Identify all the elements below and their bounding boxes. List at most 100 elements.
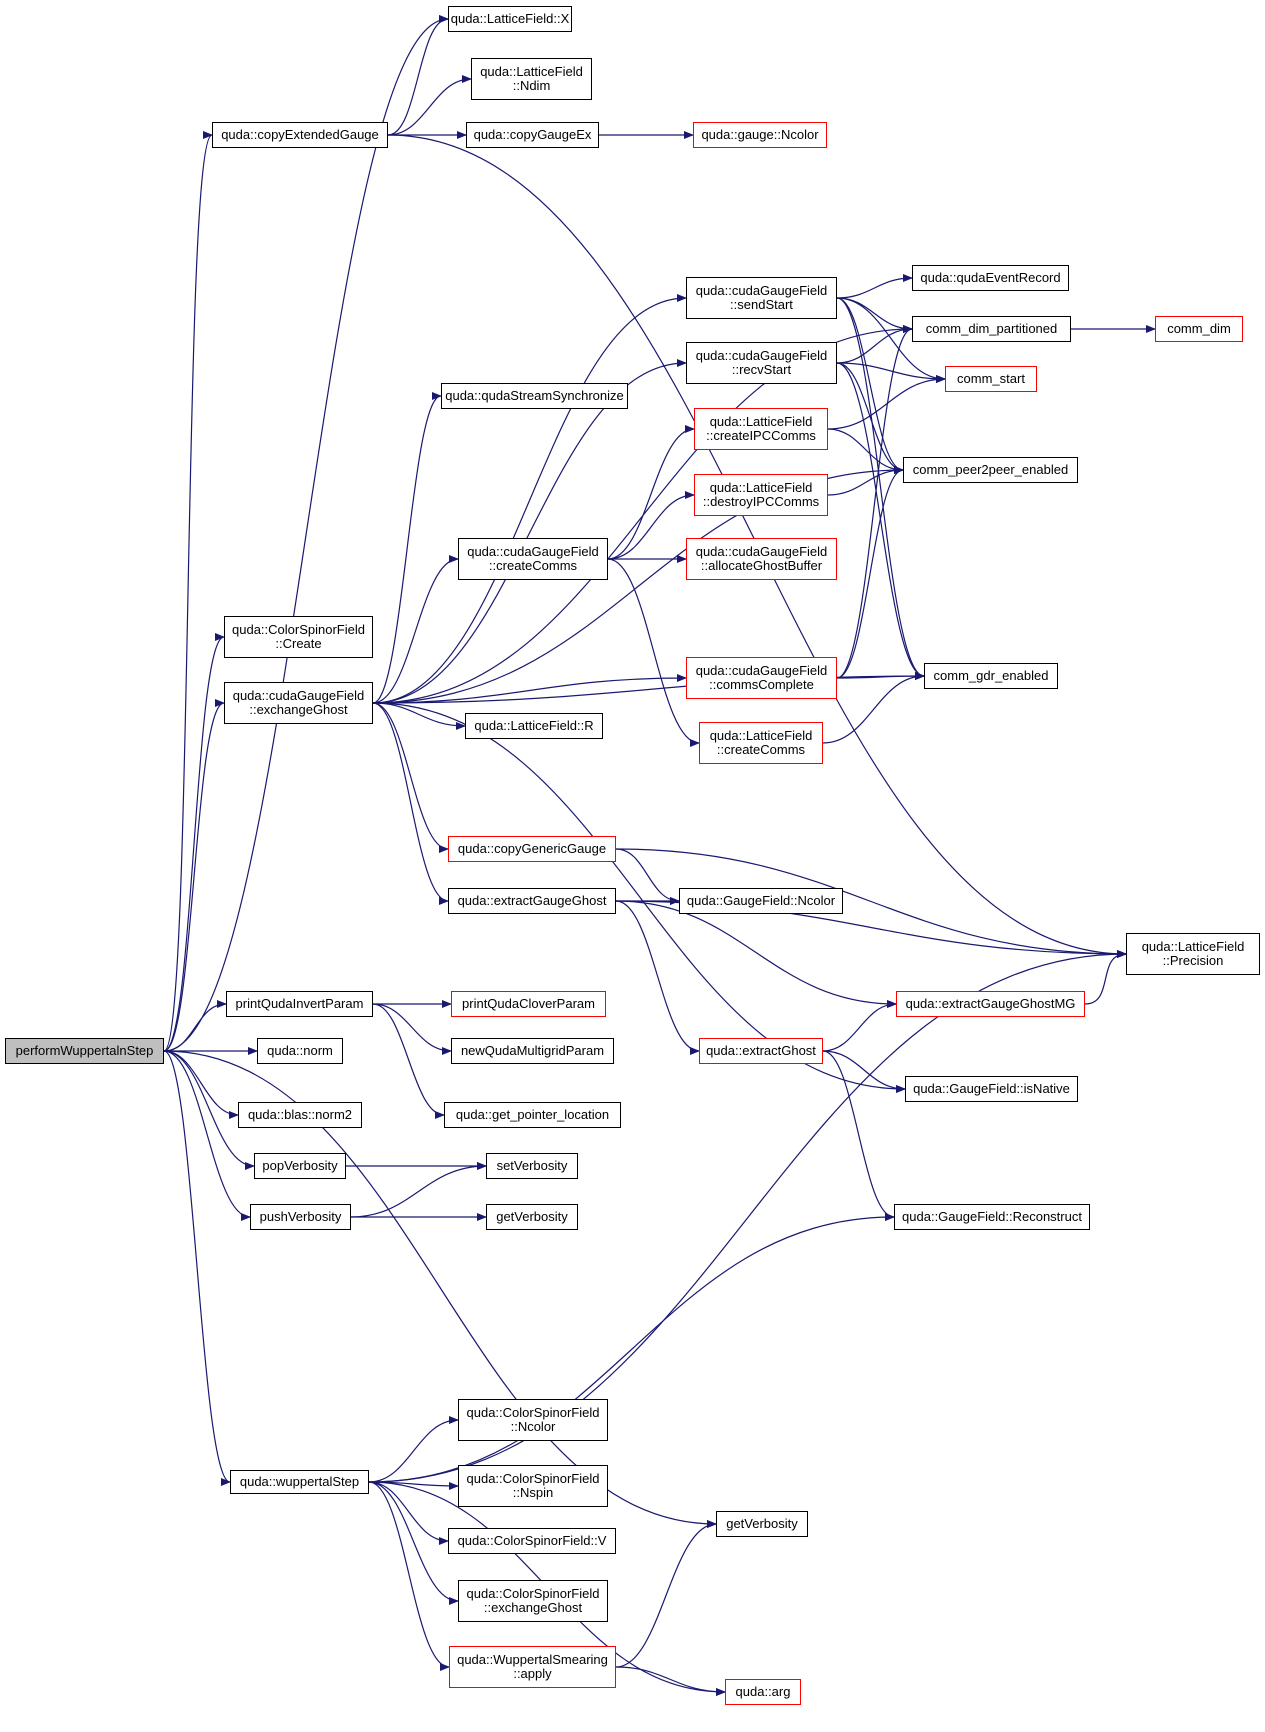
node-lf-x[interactable]: quda::LatticeField::X — [448, 6, 572, 32]
edge-root-to-cgf-exchange-ghost — [163, 699, 225, 1052]
node-arg[interactable]: quda::arg — [725, 1679, 801, 1705]
edge-cgf-exchange-ghost-to-quda-stream-synchronize — [372, 392, 442, 704]
node-reconstruct[interactable]: quda::GaugeField::Reconstruct — [894, 1204, 1090, 1230]
node-extract-ghost[interactable]: quda::extractGhost — [699, 1038, 823, 1064]
node-gf-ncolor[interactable]: quda::GaugeField::Ncolor — [679, 888, 843, 914]
node-lf-precision[interactable]: quda::LatticeField ::Precision — [1126, 933, 1260, 975]
edge-send-start-to-quda-event-record — [836, 274, 913, 299]
node-comm-peer2peer-enabled[interactable]: comm_peer2peer_enabled — [903, 457, 1078, 483]
node-comms-complete[interactable]: quda::cudaGaugeField ::commsComplete — [686, 657, 837, 699]
edge-comms-complete-to-comm-gdr-enabled — [836, 672, 925, 681]
edge-cgf-exchange-ghost-to-comm-gdr-enabled — [372, 672, 925, 704]
edge-push-verbosity-to-set-verbosity — [350, 1162, 487, 1218]
node-comm-dim[interactable]: comm_dim — [1155, 316, 1243, 342]
node-comm-start[interactable]: comm_start — [945, 366, 1037, 392]
edge-wuppertal-step-to-csf-ncolor — [368, 1416, 459, 1483]
edge-root-to-print-quda-invert-param — [163, 1000, 227, 1052]
edge-root-to-lf-x — [163, 15, 449, 1052]
node-destroy-ipccomms[interactable]: quda::LatticeField ::destroyIPCComms — [694, 474, 828, 516]
edge-destroy-ipccomms-to-comm-peer2peer-enabled — [827, 466, 904, 496]
node-allocate-ghost-buffer[interactable]: quda::cudaGaugeField ::allocateGhostBuff… — [686, 538, 837, 580]
node-extract-gauge-ghost[interactable]: quda::extractGaugeGhost — [448, 888, 616, 914]
edge-extract-gauge-ghost-mg-to-lf-precision — [1084, 950, 1127, 1005]
edge-root-to-blas-norm2 — [163, 1050, 239, 1119]
node-norm[interactable]: quda::norm — [257, 1038, 343, 1064]
node-lf-ndim[interactable]: quda::LatticeField ::Ndim — [471, 58, 592, 100]
edge-print-quda-invert-param-to-new-quda-multigrid-param — [372, 1003, 452, 1055]
edge-root-to-push-verbosity — [163, 1050, 251, 1221]
node-root: performWuppertalnStep — [5, 1038, 164, 1064]
node-get-pointer-location[interactable]: quda::get_pointer_location — [444, 1102, 621, 1128]
node-cgf-exchange-ghost[interactable]: quda::cudaGaugeField ::exchangeGhost — [224, 682, 373, 724]
edge-cgf-exchange-ghost-to-copy-generic-gauge — [372, 702, 449, 853]
node-copy-gauge-ex[interactable]: quda::copyGaugeEx — [466, 122, 599, 148]
edge-wuppertal-step-to-ws-apply — [368, 1481, 450, 1671]
edge-recv-start-to-comm-start — [836, 362, 946, 383]
edge-extract-ghost-to-is-native — [822, 1050, 906, 1093]
node-csf-nspin[interactable]: quda::ColorSpinorField ::Nspin — [458, 1465, 608, 1507]
node-get-verbosity-a[interactable]: getVerbosity — [486, 1204, 578, 1230]
node-get-verbosity-b[interactable]: getVerbosity — [716, 1511, 808, 1537]
edge-extract-ghost-to-reconstruct — [822, 1050, 895, 1221]
node-copy-generic-gauge[interactable]: quda::copyGenericGauge — [448, 836, 616, 862]
node-gauge-ncolor[interactable]: quda::gauge::Ncolor — [693, 122, 827, 148]
edge-root-to-get-verbosity-b — [163, 1050, 717, 1528]
edge-cgf-create-comms-to-create-ipccomms — [607, 425, 695, 560]
node-extract-gauge-ghost-mg[interactable]: quda::extractGaugeGhostMG — [896, 991, 1085, 1017]
node-csf-v[interactable]: quda::ColorSpinorField::V — [448, 1528, 616, 1554]
node-ws-apply[interactable]: quda::WuppertalSmearing ::apply — [449, 1646, 616, 1688]
edge-send-start-to-comm-gdr-enabled — [836, 297, 925, 680]
edge-root-to-pop-verbosity — [163, 1050, 255, 1170]
edge-wuppertal-step-to-reconstruct — [368, 1213, 895, 1483]
edge-extract-gauge-ghost-to-extract-gauge-ghost-mg — [615, 900, 897, 1008]
node-comm-dim-partitioned[interactable]: comm_dim_partitioned — [912, 316, 1071, 342]
edge-send-start-to-comm-peer2peer-enabled — [836, 297, 904, 474]
edge-extract-gauge-ghost-to-extract-ghost — [615, 900, 700, 1055]
node-new-quda-multigrid-param[interactable]: newQudaMultigridParam — [451, 1038, 614, 1064]
node-csf-create[interactable]: quda::ColorSpinorField ::Create — [224, 616, 373, 658]
edge-ws-apply-to-arg — [615, 1666, 726, 1696]
node-recv-start[interactable]: quda::cudaGaugeField ::recvStart — [686, 342, 837, 384]
edge-recv-start-to-comm-dim-partitioned — [836, 325, 913, 364]
edge-comms-complete-to-comm-dim-partitioned — [836, 325, 913, 679]
edge-cgf-exchange-ghost-to-recv-start — [372, 359, 687, 704]
edge-extract-ghost-to-extract-gauge-ghost-mg — [822, 1000, 897, 1052]
edge-copy-generic-gauge-to-gf-ncolor — [615, 848, 680, 905]
edge-cgf-exchange-ghost-to-send-start — [372, 294, 687, 704]
edge-root-to-copy-extended-gauge — [163, 131, 213, 1052]
node-quda-stream-synchronize[interactable]: quda::qudaStreamSynchronize — [441, 383, 628, 409]
edge-cgf-create-comms-to-destroy-ipccomms — [607, 491, 695, 560]
edge-wuppertal-step-to-csf-exchange-ghost — [368, 1481, 459, 1605]
edge-copy-extended-gauge-to-lf-ndim — [387, 75, 472, 136]
node-print-quda-clover-param[interactable]: printQudaCloverParam — [451, 991, 606, 1017]
node-csf-ncolor[interactable]: quda::ColorSpinorField ::Ncolor — [458, 1399, 608, 1441]
edge-root-to-wuppertal-step — [163, 1050, 231, 1486]
node-cgf-create-comms[interactable]: quda::cudaGaugeField ::createComms — [458, 538, 608, 580]
node-pop-verbosity[interactable]: popVerbosity — [254, 1153, 346, 1179]
edge-lf-create-comms-to-comm-gdr-enabled — [822, 672, 925, 744]
node-quda-event-record[interactable]: quda::qudaEventRecord — [912, 265, 1069, 291]
node-csf-exchange-ghost[interactable]: quda::ColorSpinorField ::exchangeGhost — [458, 1580, 608, 1622]
node-is-native[interactable]: quda::GaugeField::isNative — [905, 1076, 1078, 1102]
edge-cgf-exchange-ghost-to-comms-complete — [372, 674, 687, 704]
node-lf-r[interactable]: quda::LatticeField::R — [465, 713, 603, 739]
node-comm-gdr-enabled[interactable]: comm_gdr_enabled — [924, 663, 1058, 689]
node-lf-create-comms[interactable]: quda::LatticeField ::createComms — [699, 722, 823, 764]
node-blas-norm2[interactable]: quda::blas::norm2 — [238, 1102, 362, 1128]
edge-wuppertal-step-to-lf-precision — [368, 950, 1127, 1483]
edge-root-to-csf-create — [163, 633, 225, 1052]
node-copy-extended-gauge[interactable]: quda::copyExtendedGauge — [212, 122, 388, 148]
edge-cgf-exchange-ghost-to-cgf-create-comms — [372, 555, 459, 704]
node-push-verbosity[interactable]: pushVerbosity — [250, 1204, 351, 1230]
edge-comms-complete-to-comm-peer2peer-enabled — [836, 466, 904, 679]
edge-create-ipccomms-to-comm-peer2peer-enabled — [827, 428, 904, 474]
node-print-quda-invert-param[interactable]: printQudaInvertParam — [226, 991, 373, 1017]
node-set-verbosity[interactable]: setVerbosity — [486, 1153, 578, 1179]
node-wuppertal-step[interactable]: quda::wuppertalStep — [230, 1470, 369, 1494]
node-create-ipccomms[interactable]: quda::LatticeField ::createIPCComms — [694, 408, 828, 450]
node-send-start[interactable]: quda::cudaGaugeField ::sendStart — [686, 277, 837, 319]
edge-wuppertal-step-to-csf-v — [368, 1481, 449, 1545]
edge-ws-apply-to-get-verbosity-b — [615, 1520, 717, 1668]
edge-cgf-create-comms-to-lf-create-comms — [607, 558, 700, 747]
